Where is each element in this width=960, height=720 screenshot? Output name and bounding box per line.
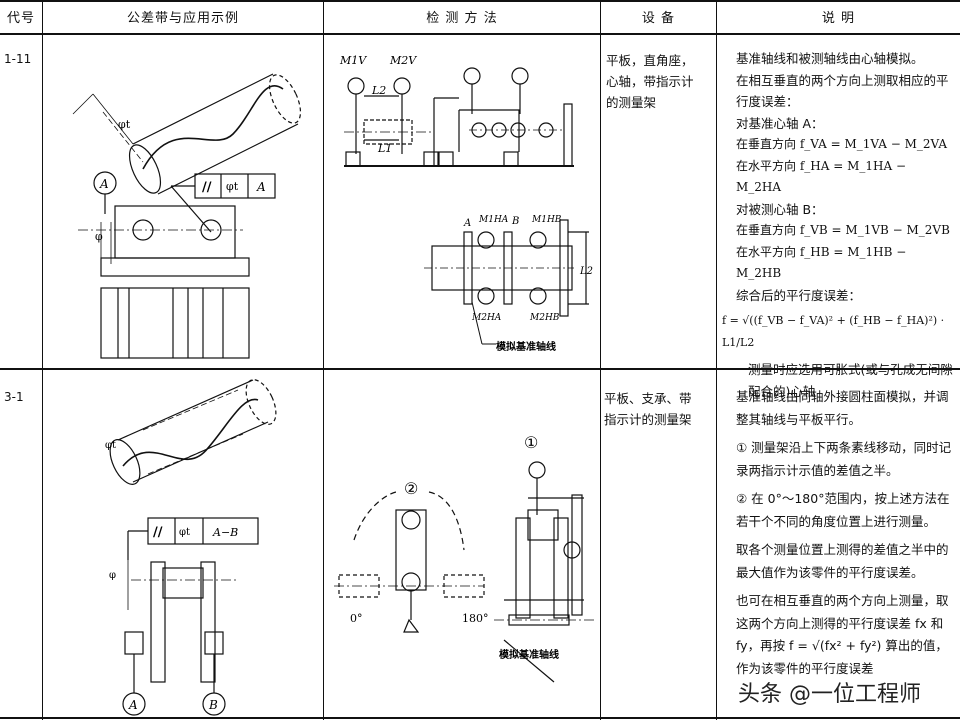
- row-1-m1hb: M1HB: [531, 215, 562, 225]
- row-2-frame-datum: A−B: [212, 526, 238, 539]
- row-1-desc-11: 测量时应选用可胀式(或与孔成无间隙配合的)心轴: [748, 362, 953, 399]
- row-2-circ-2: ②: [404, 479, 418, 498]
- table-border-bottom: [0, 717, 960, 719]
- row-1-l2b: L2: [579, 266, 593, 277]
- row-1-desc-4: 在垂直方向 f_VA = M_1VA − M_2VA: [736, 137, 948, 151]
- watermark-text: 头条 @一位工程师: [738, 682, 921, 707]
- col-divider-1: [42, 0, 44, 720]
- row-1-desc-1: 基准轴线和被测轴线由心轴模拟。: [736, 51, 924, 66]
- row-1-desc-7: 在垂直方向 f_VB = M_1VB − M_2VB: [736, 223, 950, 237]
- row-1-m2hb: M2HB: [529, 313, 560, 323]
- row-1-method-figure: M1V M2V L2 L1 A M1HA B M1HB M2HA M2HB L2…: [339, 54, 593, 353]
- row-1-m2ha: M2HA: [471, 313, 502, 323]
- row-1-datum-letter: A: [99, 177, 109, 191]
- row-1-frame-tolerance: φt: [226, 180, 239, 193]
- row-divider: [0, 368, 960, 370]
- row-1-desc-5: 在水平方向 f_HA = M_1HA − M_2HA: [736, 158, 906, 195]
- row-1-frame-datum: A: [256, 180, 266, 194]
- header-method: 检 测 方 法: [426, 11, 498, 26]
- row-2-desc-5: 也可在相互垂直的两个方向上测量，取这两个方向上测得的平行度误差 fx 和 fy，…: [736, 593, 949, 676]
- row-2-frame-symbol: //: [153, 525, 163, 540]
- col-divider-4: [716, 0, 718, 720]
- row-2-datum-axis: 模拟基准轴线: [499, 648, 559, 661]
- row-1-desc-3: 对基准心轴 A：: [736, 115, 824, 131]
- row-1-code: 1-11: [4, 52, 32, 66]
- row-1-desc-formula: f = √((f_VB − f_VA)² + (f_HB − f_HA)²) ·…: [722, 314, 945, 349]
- row-2-example-figure: φ φt // φt A−B A B: [105, 379, 277, 716]
- row-2-desc-2: ① 测量架沿上下两条素线移动，同时记录两指示计示值的差值之半。: [736, 440, 952, 478]
- row-1-phi-label: φ: [95, 230, 103, 243]
- row-1-frame-symbol: //: [202, 180, 212, 195]
- row-1-phi-t-label: φt: [118, 118, 131, 131]
- row-2-equipment-line-2: 指示计的测量架: [604, 412, 692, 427]
- row-1-equipment-line-2: 心轴，带指示计: [606, 74, 694, 89]
- row-1-description: 基准轴线和被测轴线由心轴模拟。 在相互垂直的两个方向上测取相应的平行度误差： 对…: [722, 48, 954, 402]
- row-1-m2v: M2V: [389, 54, 417, 67]
- row-1-equipment-line-1: 平板，直角座，: [606, 53, 694, 68]
- row-2-code: 3-1: [4, 390, 24, 404]
- header-code: 代号: [6, 11, 35, 26]
- row-1-equipment-line-3: 的测量架: [606, 95, 657, 110]
- row-1-datum-axis: 模拟基准轴线: [496, 340, 556, 353]
- row-2-equipment-line-1: 平板、支承、带: [604, 391, 692, 406]
- row-2-equipment: 平板、支承、带 指示计的测量架: [604, 388, 716, 430]
- watermark: 头条 @一位工程师: [738, 676, 921, 708]
- header-example: 公差带与应用示例: [126, 11, 239, 26]
- row-1-l1: L1: [377, 142, 392, 155]
- row-1-l2: L2: [371, 84, 386, 97]
- row-1-desc-2: 在相互垂直的两个方向上测取相应的平行度误差：: [736, 72, 949, 110]
- row-2-phi-label: φ: [109, 570, 116, 581]
- row-2-circ-1: ①: [524, 433, 538, 452]
- row-1-label-a: A: [463, 218, 471, 229]
- table-border-top: [0, 0, 960, 2]
- header-description: 说 明: [821, 11, 856, 26]
- row-1-m1v: M1V: [339, 54, 367, 67]
- col-divider-2: [323, 0, 325, 720]
- row-2-datum-a: A: [128, 698, 138, 712]
- row-2-phi-t-label: φt: [105, 440, 116, 451]
- row-2-desc-3: ② 在 0°～180°范围内，按上述方法在若干个不同的角度位置上进行测量。: [736, 491, 950, 529]
- row-1-m1ha: M1HA: [478, 215, 509, 225]
- row-2-desc-1: 基准轴线由同轴外接圆柱面模拟，并调整其轴线与平板平行。: [736, 389, 949, 427]
- header-equipment: 设 备: [641, 11, 676, 26]
- row-1-equipment: 平板，直角座， 心轴，带指示计 的测量架: [606, 50, 714, 113]
- row-2-method-figure: ① ② 0° 180° 模拟基准轴线: [334, 433, 594, 683]
- row-2-deg-180: 180°: [462, 612, 489, 625]
- row-1-label-b: B: [511, 216, 519, 227]
- row-2-frame-tolerance: φt: [179, 527, 190, 538]
- col-divider-3: [600, 0, 602, 720]
- row-2-deg-0: 0°: [350, 612, 363, 625]
- row-2-desc-4: 取各个测量位置上测得的差值之半中的最大值作为该零件的平行度误差。: [736, 542, 949, 580]
- header-divider: [0, 33, 960, 35]
- row-1-desc-6: 对被测心轴 B：: [736, 201, 824, 217]
- row-2-datum-b: B: [208, 698, 218, 712]
- row-1-desc-8: 在水平方向 f_HB = M_1HB − M_2HB: [736, 244, 907, 281]
- row-2-description: 基准轴线由同轴外接圆柱面模拟，并调整其轴线与平板平行。 ① 测量架沿上下两条素线…: [722, 386, 954, 680]
- row-1-example-figure: φ φt // φt A A: [72, 73, 302, 359]
- row-1-desc-9: 综合后的平行度误差：: [736, 287, 862, 303]
